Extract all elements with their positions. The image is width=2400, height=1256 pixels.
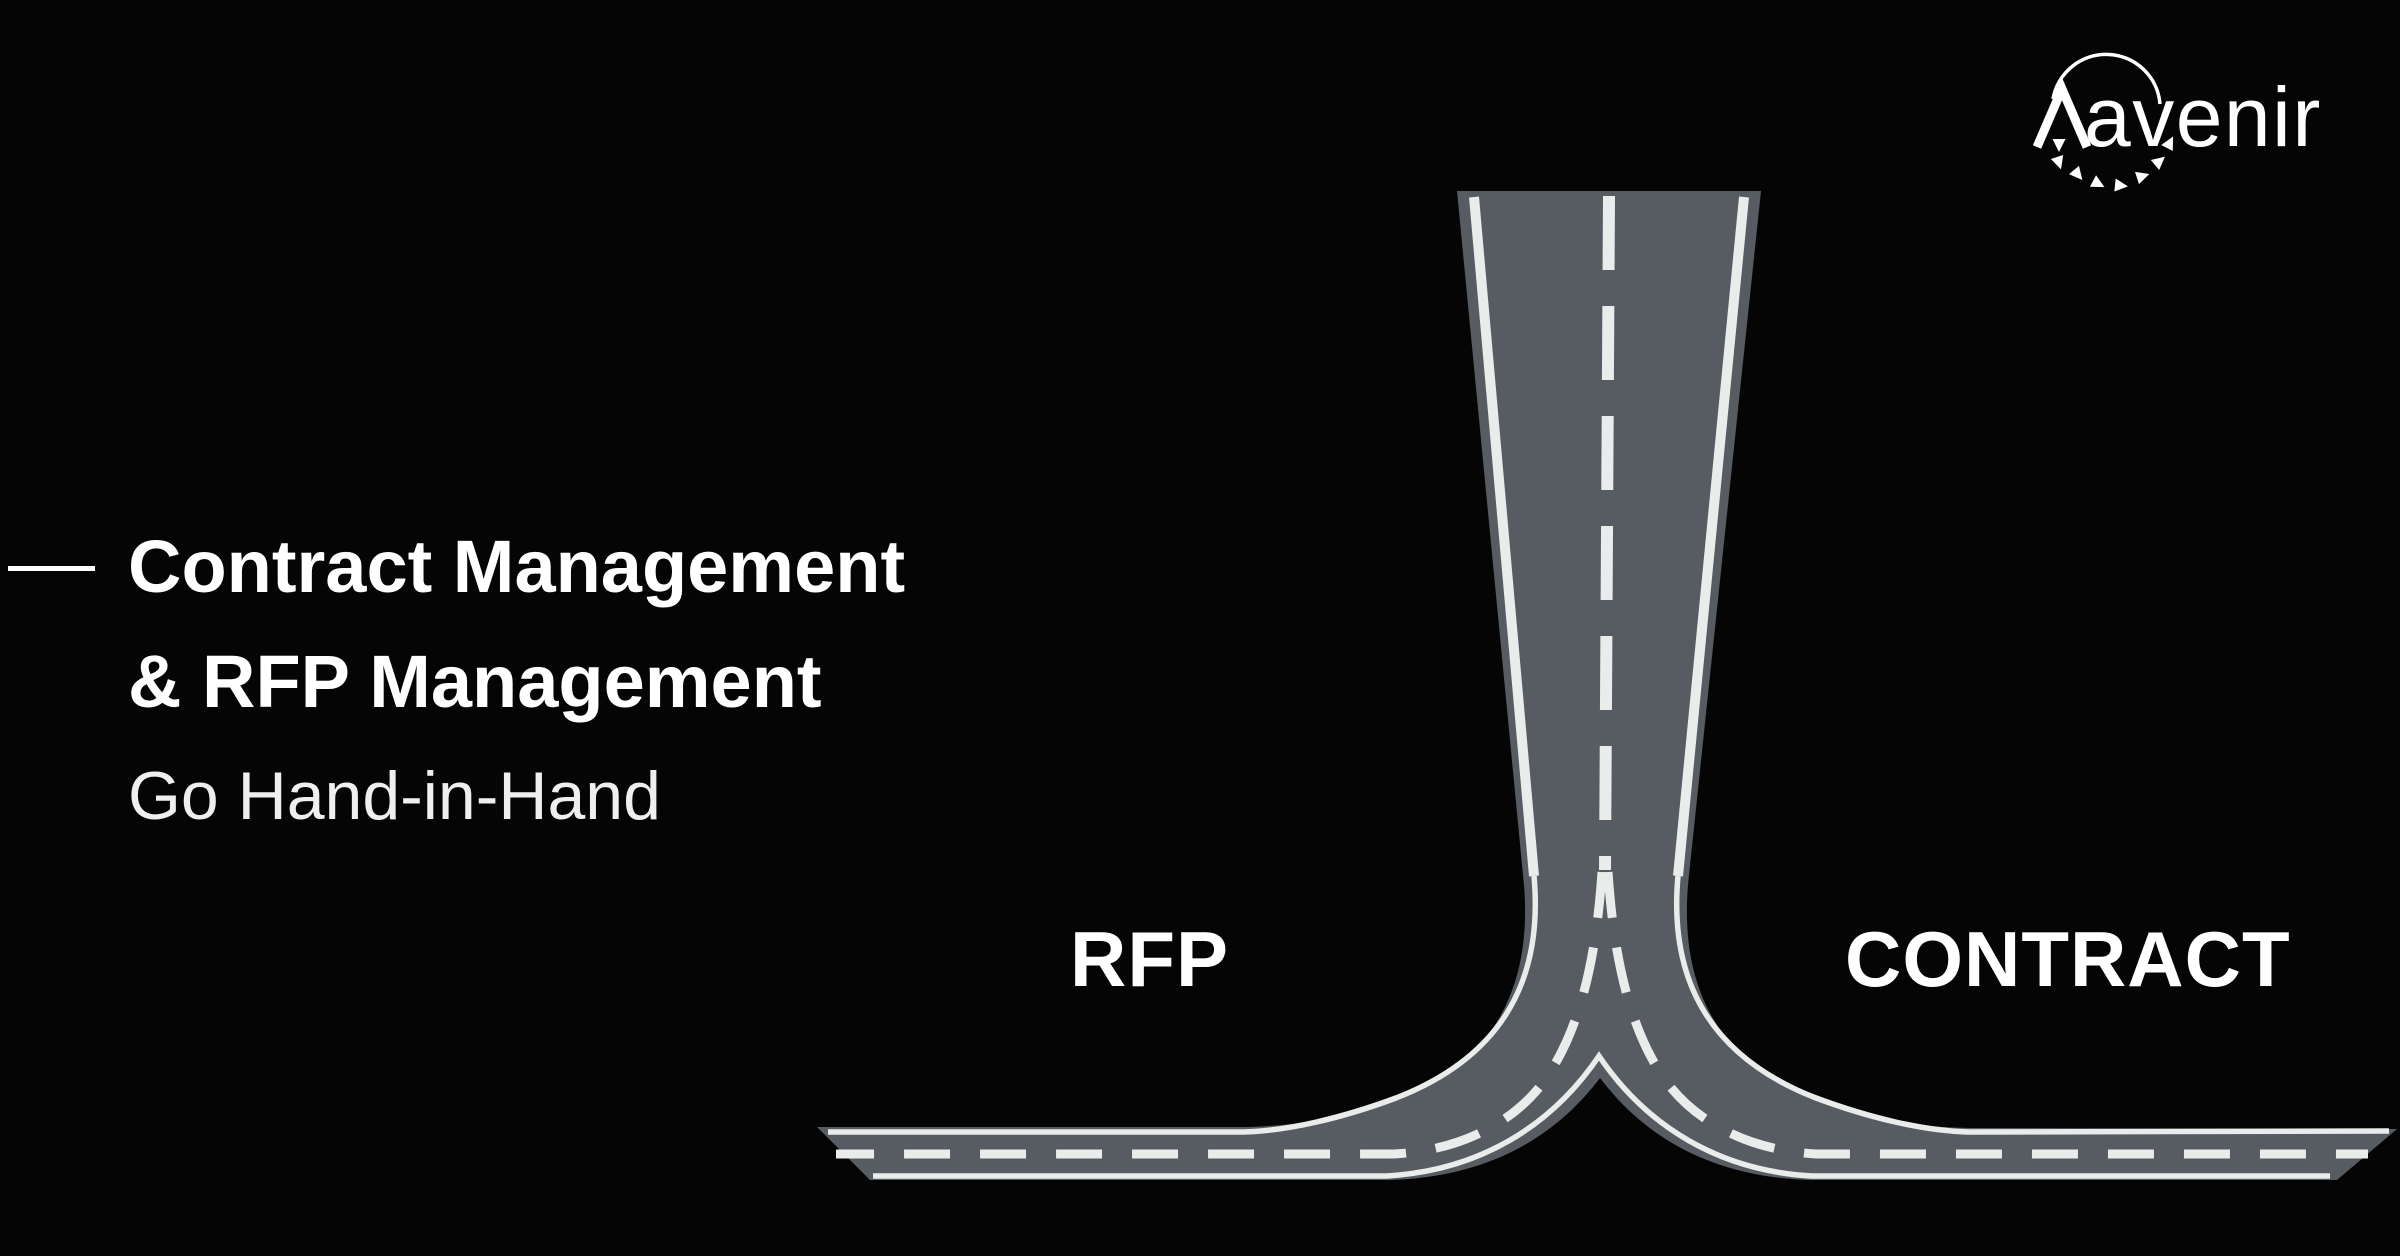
road-label-contract: CONTRACT [1845,915,2291,1003]
road-center-dash-left-branch [836,871,1607,1159]
road-edge-line-right-curve [1674,875,2390,1135]
headline-line2: & RFP Management [128,640,822,723]
headline-line1: Contract Management [128,525,906,608]
headline: Contract Management & RFP Management Go … [128,525,906,834]
headline-subtitle: Go Hand-in-Hand [128,758,661,834]
road-label-rfp: RFP [1070,915,1229,1003]
road-center-dash-vertical [1599,195,1615,871]
road-edge-line-left-curve [828,875,1538,1135]
road-edge-line-bottom-notch [873,1051,2330,1179]
logo-wordmark: avenir [2084,70,2322,164]
logo-caret-a-icon [2032,77,2092,149]
logo-orbit-arc-icon [2051,52,2162,105]
headline-accent-line [8,566,95,571]
road-center-dash-right-branch [1603,871,2368,1159]
road-edge-line-left-vertical [1469,196,1539,877]
road-markings [828,195,2390,1179]
aavenir-logo: avenir [2032,52,2322,193]
road-edge-line-right-vertical [1673,196,1749,877]
